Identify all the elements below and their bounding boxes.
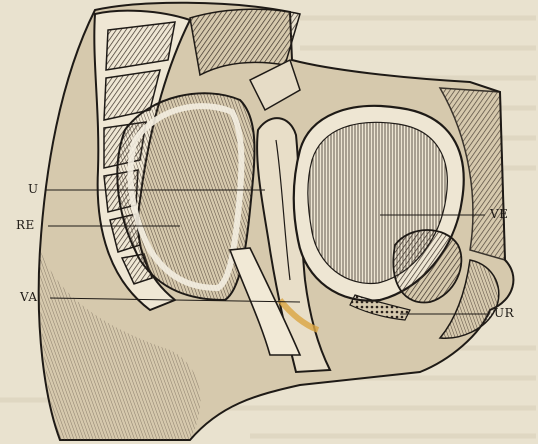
label-re: RE — [16, 218, 35, 232]
label-u: U — [28, 182, 39, 196]
label-va: VA — [20, 290, 38, 304]
label-ve: VE — [490, 207, 508, 221]
label-ur: UR — [494, 306, 514, 320]
